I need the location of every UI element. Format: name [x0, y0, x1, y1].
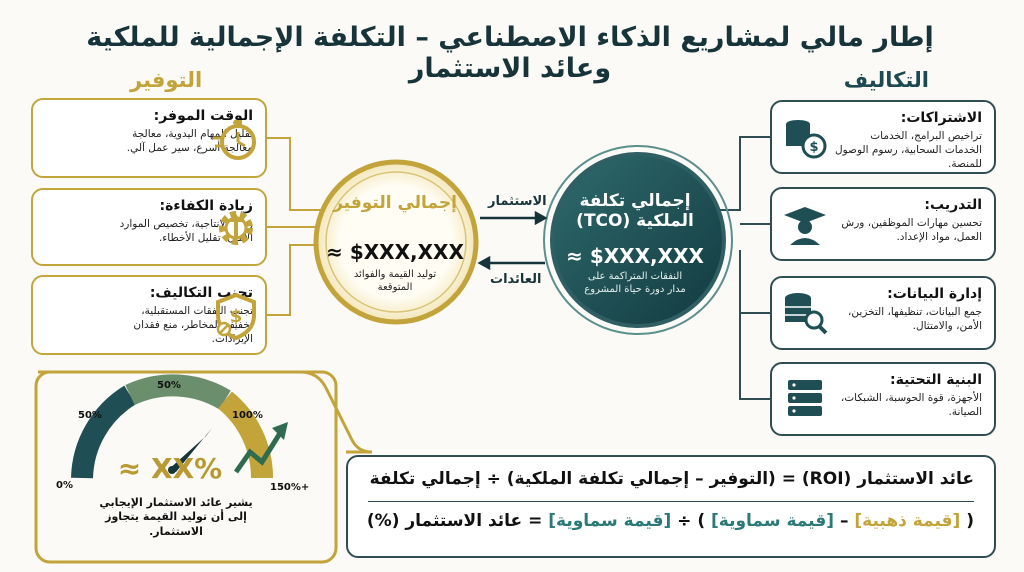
- gauge-tick-150: 150%+: [270, 482, 310, 493]
- savings-circle: [313, 159, 479, 325]
- cost-connectors: [705, 136, 770, 400]
- savings-connectors: [267, 137, 322, 316]
- formula-teal-value-1: [قيمة سماوية]: [711, 511, 835, 531]
- flow-arrows: [477, 210, 548, 271]
- savings-circle-value: ≈ $XXX,XXX: [326, 240, 464, 264]
- tco-circle-desc: النفقات المتراكمة على مدار دورة حياة الم…: [584, 271, 686, 295]
- tco-circle-title: إجمالي تكلفة الملكية (TCO): [576, 191, 694, 231]
- savings-heading: التوفير: [130, 68, 203, 92]
- roi-formula-box: عائد الاستثمار (ROI) = (التوفير – إجمالي…: [346, 455, 996, 558]
- roi-gauge: [71, 374, 288, 479]
- gauge-tick-0: 0%: [56, 480, 73, 491]
- gauge-tick-50-left: 50%: [78, 410, 102, 421]
- gauge-value: ≈ XX%: [117, 452, 223, 485]
- tco-circle-value: ≈ $XXX,XXX: [566, 244, 704, 268]
- investment-arrow-label: الاستثمار: [488, 194, 547, 209]
- card-title: زيادة الكفاءة:: [159, 198, 253, 214]
- card-title: البنية التحتية:: [890, 372, 982, 388]
- card-body: الأجهزة، قوة الحوسبة، الشبكات، الصيانة.: [840, 392, 982, 419]
- svg-text:$: $: [809, 140, 818, 155]
- card-body: تراخيص البرامج، الخدمات الخدمات السحابية…: [835, 130, 982, 171]
- formula-gold-value: [قيمة ذهبية]: [854, 511, 961, 531]
- graduate-icon: [784, 207, 826, 245]
- formula-tail: = عائد الاستثمار (%): [366, 511, 543, 531]
- formula-teal-value-2: [قيمة سماوية]: [548, 511, 672, 531]
- savings-circle-desc: توليد القيمة والفوائد المتوقعة: [353, 269, 437, 293]
- cost-card-data-management: إدارة البيانات: جمع البيانات، تنظيفها، ا…: [770, 276, 996, 350]
- savings-card-time-saved: الوقت الموفر: تقليل المهام اليدوية، معال…: [31, 98, 267, 178]
- gauge-note: يشير عائد الاستثمار الإيجابي إلى أن تولي…: [99, 496, 253, 538]
- shield-dollar-icon: $: [216, 292, 256, 341]
- costs-heading: التكاليف: [843, 68, 929, 92]
- cost-card-training: التدريب: تحسين مهارات الموظفين، ورش العم…: [770, 187, 996, 261]
- savings-circle-title: إجمالي التوفير: [333, 193, 457, 213]
- tco-circle: [550, 152, 726, 328]
- card-body: جمع البيانات، تنظيفها، التخزين، الأمن، و…: [848, 306, 982, 333]
- formula-divide: ) ÷: [677, 511, 706, 531]
- card-title: الوقت الموفر:: [153, 108, 253, 124]
- stopwatch-icon: [213, 120, 256, 160]
- server-rack-icon: [788, 380, 822, 416]
- cost-card-infrastructure: البنية التحتية: الأجهزة، قوة الحوسبة، ال…: [770, 362, 996, 436]
- savings-card-cost-avoidance: $ تجنب التكاليف: تجنب النفقات المستقبلية…: [31, 275, 267, 355]
- database-search-icon: [785, 293, 828, 335]
- page-title: إطار مالي لمشاريع الذكاء الاصطناعي – الت…: [86, 22, 934, 84]
- returns-arrow-label: العائدات: [490, 272, 542, 287]
- formula-minus: –: [839, 511, 849, 531]
- formula-open-paren: (: [966, 511, 974, 531]
- gauge-tick-100: 100%: [232, 410, 263, 421]
- card-body: تحسين مهارات الموظفين، ورش العمل، مواد ا…: [841, 217, 982, 244]
- gear-arrow-icon: [219, 211, 253, 245]
- svg-text:$: $: [230, 306, 243, 327]
- gauge-tick-50-top: 50%: [157, 380, 181, 391]
- coins-dollar-icon: $: [786, 120, 827, 159]
- cost-card-subscriptions: $ الاشتراكات: تراخيص البرامج، الخدمات ال…: [770, 100, 996, 174]
- savings-card-efficiency: زيادة الكفاءة: زيادة الإنتاجية، تخصيص ال…: [31, 188, 267, 266]
- card-title: إدارة البيانات:: [887, 286, 982, 302]
- card-title: التدريب:: [924, 197, 982, 213]
- formula-divider: [368, 501, 974, 502]
- formula-line-2: ( [قيمة ذهبية] – [قيمة سماوية] ) ÷ [قيمة…: [367, 511, 974, 531]
- formula-line-1: عائد الاستثمار (ROI) = (التوفير – إجمالي…: [369, 469, 974, 489]
- card-title: الاشتراكات:: [900, 110, 982, 126]
